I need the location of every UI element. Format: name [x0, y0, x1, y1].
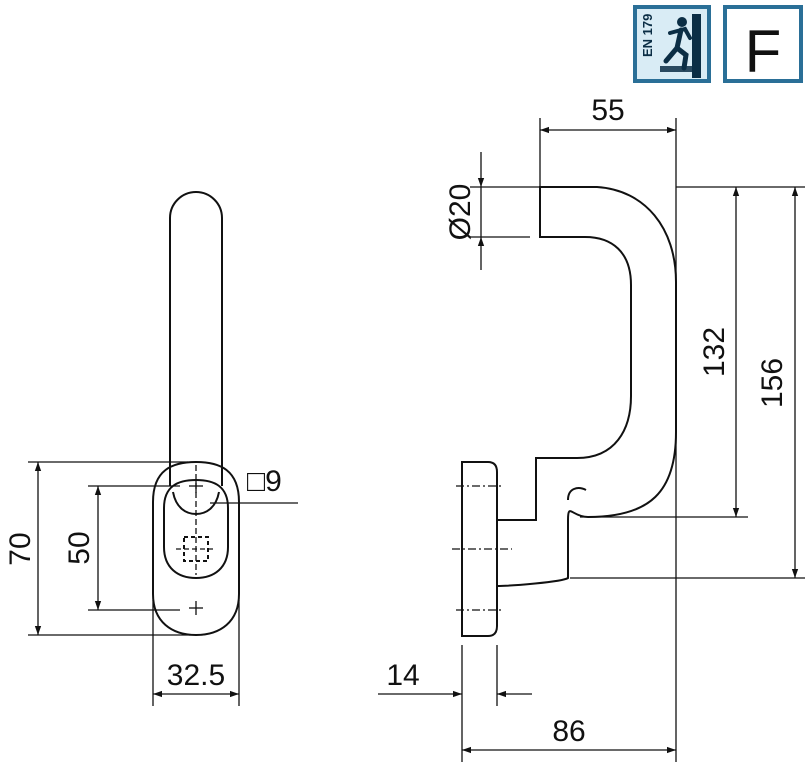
dim-front-spacing: 50 [63, 531, 96, 564]
lever-outline [169, 191, 223, 486]
dim-rose-thickness: 14 [386, 659, 419, 692]
side-dimensions [378, 118, 805, 762]
front-dimensions [28, 461, 298, 706]
en179-badge: EN 179 [633, 5, 711, 83]
dim-grip-length: 132 [698, 327, 731, 377]
dim-overall-depth: 86 [552, 715, 585, 748]
rose-inner-outline [163, 478, 229, 580]
dim-front-width: 32.5 [167, 659, 225, 692]
class-f-label: F [745, 18, 782, 85]
class-f-badge: F [723, 5, 803, 85]
side-rose [461, 461, 498, 637]
running-man-exit-icon [660, 14, 701, 78]
front-view [152, 191, 240, 637]
dim-square-spindle: □9 [247, 465, 282, 498]
dim-side-projection: 55 [591, 94, 624, 127]
en179-label: EN 179 [640, 14, 655, 57]
rose-outline [152, 460, 240, 637]
dim-overall-length: 156 [756, 358, 789, 408]
dim-front-height: 70 [4, 532, 37, 565]
side-handle-outline [496, 186, 677, 588]
dim-grip-diameter: Ø20 [444, 184, 477, 241]
side-view [452, 186, 677, 637]
